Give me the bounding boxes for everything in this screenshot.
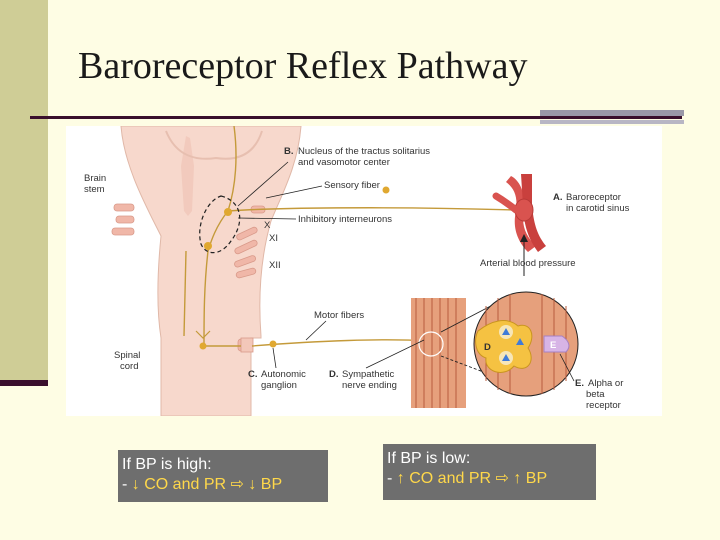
- reflex-diagram-svg: Brain stem B. Nucleus of the tractus sol…: [84, 126, 630, 416]
- label-spinal: Spinal: [114, 350, 140, 361]
- label-sensory-fiber: Sensory fiber: [324, 180, 380, 191]
- label-c-line2: ganglion: [261, 380, 297, 391]
- label-d-letter: D.: [329, 369, 339, 380]
- bp-low-co-pr: ↑ CO and PR: [396, 470, 492, 487]
- bp-high-line: - ↓ CO and PR ⇨ ↓ BP: [122, 475, 324, 495]
- label-b-line2: and vasomotor center: [298, 157, 390, 168]
- label-c-letter: C.: [248, 369, 258, 380]
- label-e-line1: Alpha or: [588, 378, 623, 389]
- label-nerve-xi: XI: [269, 233, 278, 244]
- label-stem: stem: [84, 184, 105, 195]
- label-c-line1: Autonomic: [261, 369, 306, 380]
- left-decor-band: [0, 0, 48, 385]
- bp-high-box: If BP is high: - ↓ CO and PR ⇨ ↓ BP: [118, 450, 328, 502]
- label-e-line3: receptor: [586, 400, 621, 411]
- bp-high-title: If BP is high:: [122, 456, 212, 473]
- label-inhibitory: Inhibitory interneurons: [298, 214, 392, 225]
- title-rule-accent: [540, 110, 684, 116]
- magnified-inset: [473, 291, 579, 397]
- neuron-dots: [199, 186, 390, 350]
- label-motor-fibers: Motor fibers: [314, 310, 364, 321]
- motor-y-junction: [195, 330, 211, 339]
- label-e-letter: E.: [575, 378, 584, 389]
- label-brain: Brain: [84, 173, 106, 184]
- inset-label-e: E: [550, 340, 556, 351]
- label-b-letter: B.: [284, 146, 294, 157]
- title-rule: [30, 116, 682, 119]
- spinal-root: [240, 337, 254, 353]
- slide-title: Baroreceptor Reflex Pathway: [78, 45, 528, 87]
- inhibitory-loop: [199, 195, 241, 254]
- title-rule-accent-2: [540, 120, 684, 124]
- bp-high-result: ↓ BP: [248, 476, 283, 493]
- pons-bulge: [165, 130, 263, 160]
- label-nerve-xii: XII: [269, 260, 281, 271]
- label-a-line1: Baroreceptor: [566, 192, 621, 203]
- left-decor-band-cap: [0, 380, 48, 386]
- bp-low-arrow: ⇨: [491, 470, 514, 487]
- label-e-line2: beta: [586, 389, 605, 400]
- bp-low-title: If BP is low:: [387, 450, 471, 467]
- bp-high-prefix: -: [122, 476, 132, 493]
- bp-low-result: ↑ BP: [513, 470, 548, 487]
- label-a-letter: A.: [553, 192, 563, 203]
- bp-low-prefix: -: [387, 470, 397, 487]
- label-d-line2: nerve ending: [342, 380, 397, 391]
- label-nerve-x: X: [264, 220, 271, 231]
- bp-high-arrow: ⇨: [226, 476, 249, 493]
- label-a-line2: in carotid sinus: [566, 203, 630, 214]
- label-cord: cord: [120, 361, 138, 372]
- bp-low-line: - ↑ CO and PR ⇨ ↑ BP: [387, 469, 592, 489]
- label-d-line1: Sympathetic: [342, 369, 395, 380]
- label-arterial: Arterial blood pressure: [480, 258, 576, 269]
- nerve-fibers: [183, 126, 517, 347]
- carotid-artery: [492, 174, 546, 252]
- label-b-line1: Nucleus of the tractus solitarius: [298, 146, 430, 157]
- bp-high-co-pr: ↓ CO and PR: [131, 476, 227, 493]
- reflex-diagram: Brain stem B. Nucleus of the tractus sol…: [66, 126, 662, 416]
- muscle-tissue: [411, 298, 466, 408]
- bp-low-box: If BP is low: - ↑ CO and PR ⇨ ↑ BP: [383, 444, 596, 500]
- cranial-nerve-roots: [111, 203, 266, 352]
- inset-label-d: D: [484, 342, 491, 353]
